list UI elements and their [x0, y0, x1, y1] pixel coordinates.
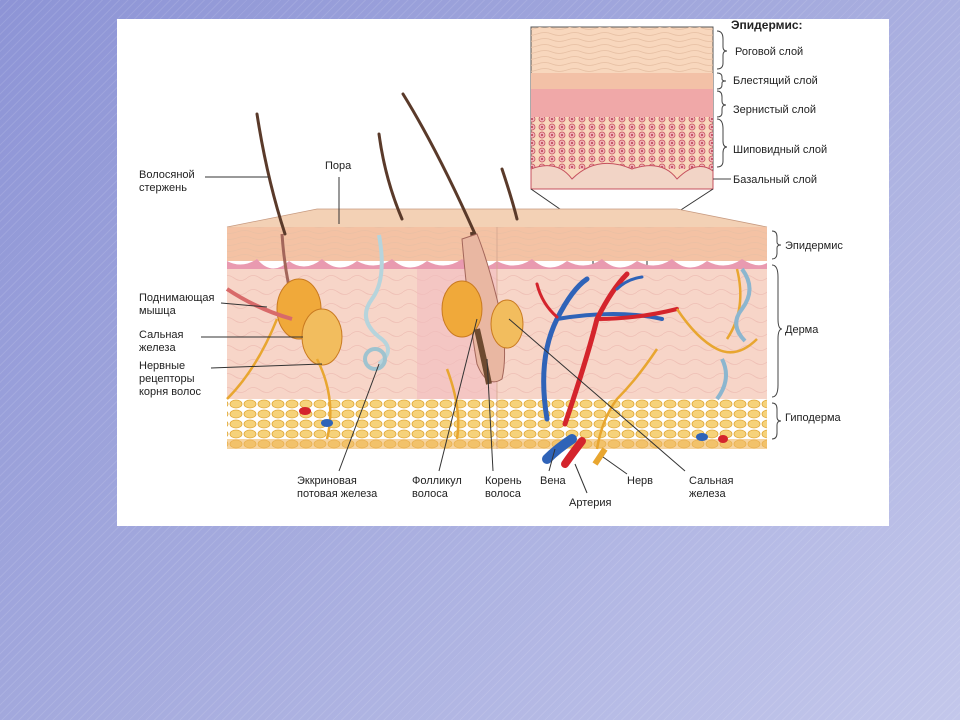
layer-label-granulosum: Зернистый слой [733, 104, 816, 116]
label-follicle-1: Фолликул [412, 475, 462, 487]
label-sweat-gland-2: потовая железа [297, 488, 378, 500]
label-nerve-receptors-2: рецепторы [139, 373, 195, 385]
left-follicle [225, 233, 343, 366]
layer-brackets [771, 230, 783, 440]
hypo-vessels [299, 407, 728, 443]
label-sweat-gland-1: Эккриновая [297, 475, 357, 487]
center-follicle [441, 233, 524, 385]
hairs [255, 92, 519, 236]
skin-diagram: Эпидермис: Роговой слой Блестящий слой З… [139, 19, 843, 509]
label-epidermis: Эпидермис [785, 240, 843, 252]
label-pore: Пора [325, 160, 352, 172]
epidermis-inset [530, 26, 714, 190]
layer-label-basale: Базальный слой [733, 174, 817, 186]
inset-title: Эпидермис: [731, 19, 803, 32]
layer-label-corneum: Роговой слой [735, 46, 803, 58]
nerves [226, 268, 758, 466]
vessels [535, 271, 679, 468]
label-artery: Артерия [569, 497, 612, 509]
label-nerve-receptors-1: Нервные [139, 360, 185, 372]
label-nerve-receptors-3: корня волос [139, 386, 202, 398]
label-sebaceous-1: Сальная [139, 329, 184, 341]
label-sebaceous-bottom-1: Сальная [689, 475, 734, 487]
label-arrector-muscle-1: Поднимающая [139, 292, 215, 304]
label-vein: Вена [540, 475, 567, 487]
sweat-gland [363, 234, 390, 371]
label-sebaceous-bottom-2: железа [689, 488, 726, 500]
layer-label-spinosum: Шиповидный слой [733, 144, 827, 156]
label-nerve: Нерв [627, 475, 653, 487]
diagram-panel: Эпидермис: Роговой слой Блестящий слой З… [117, 19, 889, 526]
label-hair-shaft-1: Волосяной [139, 169, 195, 181]
label-dermis: Дерма [785, 324, 819, 336]
label-hair-root-1: Корень [485, 475, 522, 487]
label-follicle-2: волоса [412, 488, 449, 500]
label-hair-shaft-2: стержень [139, 182, 187, 194]
right-coils [715, 267, 752, 401]
label-hypodermis: Гиподерма [785, 412, 842, 424]
bottom-leaders [338, 318, 686, 494]
label-arrector-muscle-2: мышца [139, 305, 177, 317]
inset-brackets [713, 30, 731, 180]
label-hair-root-2: волоса [485, 488, 522, 500]
left-leaders [201, 176, 340, 369]
layer-label-lucidum: Блестящий слой [733, 75, 818, 87]
label-sebaceous-2: железа [139, 342, 176, 354]
